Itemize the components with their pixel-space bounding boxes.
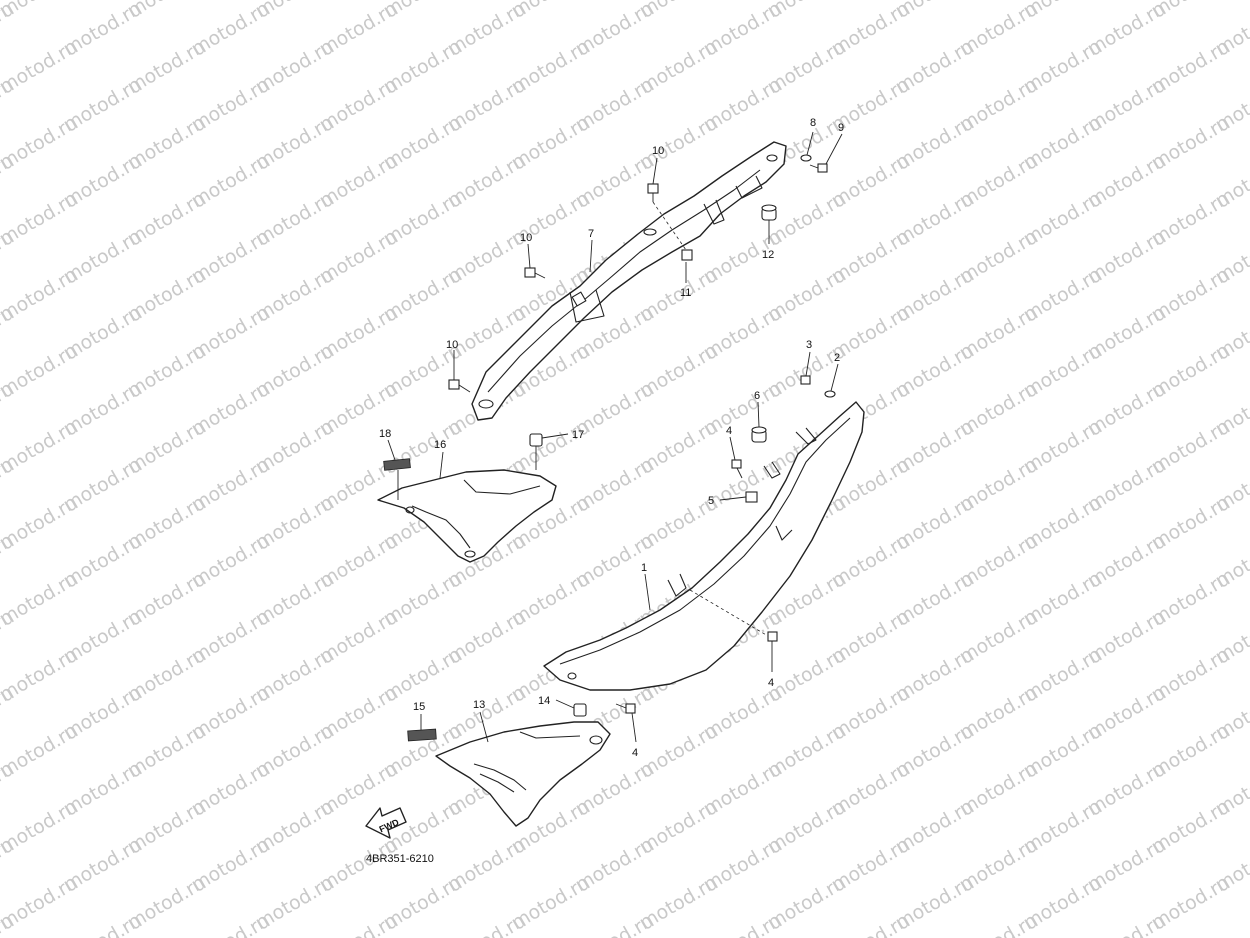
watermark-text: motod.ru (1084, 910, 1170, 938)
screw-9 (809, 163, 828, 173)
washer-2 (824, 390, 836, 398)
callout-4-lower: 4 (632, 747, 638, 759)
callout-18: 18 (379, 428, 391, 440)
bolt-10-top (647, 183, 659, 202)
bolt-10-mid (524, 267, 546, 279)
callout-7: 7 (588, 228, 594, 240)
grommet-6 (751, 426, 767, 443)
watermark-text: motod.ru (828, 910, 914, 938)
watermark-text: motod.ru (572, 910, 658, 938)
callout-4-upper: 4 (726, 425, 732, 437)
watermark-text: motod.ru (444, 910, 530, 938)
callout-4-right: 4 (768, 677, 774, 689)
watermark-text: motod.ru (1212, 910, 1250, 938)
callout-1: 1 (641, 562, 647, 574)
callout-15: 15 (413, 701, 425, 713)
callout-11: 11 (680, 287, 691, 299)
bolt-4-right (689, 589, 778, 642)
watermark-text: motod.ru (956, 910, 1042, 938)
callout-17: 17 (572, 429, 584, 441)
washer-8 (800, 154, 812, 162)
part-1-side-cover (543, 401, 865, 691)
callout-10-top: 10 (652, 145, 664, 157)
screw-3 (800, 375, 811, 385)
watermark-text: motod.ru (316, 910, 402, 938)
bolt-4-upper (731, 459, 743, 479)
bolt-4-lower (615, 703, 636, 714)
part-16-panel (377, 469, 557, 563)
callout-8: 8 (810, 117, 816, 129)
diagram-code: 4BR351-6210 (366, 853, 434, 865)
collar-14 (573, 703, 587, 717)
callout-9: 9 (838, 122, 844, 134)
callout-10-bottom: 10 (446, 339, 458, 351)
callout-10-mid: 10 (520, 232, 532, 244)
callout-12: 12 (762, 249, 774, 261)
bolt-10-bottom (448, 379, 471, 393)
grommet-12 (761, 204, 777, 221)
pad-15 (407, 728, 437, 742)
callout-3: 3 (806, 339, 812, 351)
leader-lines (387, 131, 843, 743)
callout-labels: 10 10 10 7 11 12 8 9 3 2 6 4 5 1 4 4 14 … (379, 117, 844, 759)
part-13-panel (435, 721, 611, 827)
hardware-group (383, 154, 836, 742)
watermark-text: motod.ru (60, 910, 146, 938)
collar-17 (529, 433, 543, 447)
part-7-rail (471, 141, 787, 421)
forward-arrow-icon: FWD (365, 807, 407, 839)
nut-5 (745, 491, 758, 503)
callout-2: 2 (834, 352, 840, 364)
callout-14: 14 (538, 695, 550, 707)
callout-13: 13 (473, 699, 485, 711)
watermark-text: motod.ru (188, 910, 274, 938)
callout-6: 6 (754, 390, 760, 402)
clip-11 (652, 201, 693, 261)
callout-16: 16 (434, 439, 446, 451)
watermark-text: motod.ru (700, 910, 786, 938)
callout-5: 5 (708, 495, 714, 507)
pad-18 (383, 458, 411, 471)
